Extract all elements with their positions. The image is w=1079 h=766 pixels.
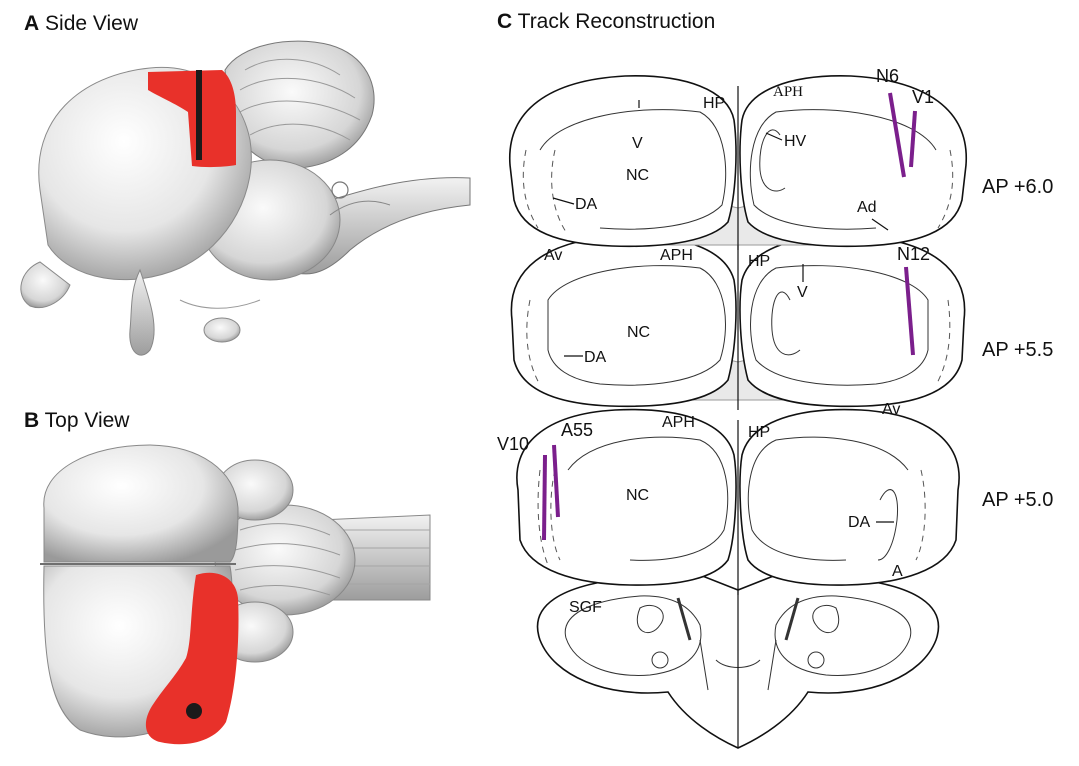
label-hp-55: HP xyxy=(748,253,770,270)
label-nc-50: NC xyxy=(626,487,649,504)
label-v-55: V xyxy=(797,284,808,301)
ap-label-5-0: AP +5.0 xyxy=(982,489,1053,511)
label-aph-50: APH xyxy=(662,414,695,431)
label-av-55: Av xyxy=(882,401,900,418)
track-label-a55: A55 xyxy=(561,420,593,440)
electrode-marker-top xyxy=(186,703,202,719)
panel-a-title: A Side View xyxy=(24,12,139,35)
label-da-55: DA xyxy=(584,349,607,366)
section-ap-6-0: V HP APH HV NC DA Ad Av N6 V1 AP +6.0 xyxy=(510,66,1054,264)
label-da-60: DA xyxy=(575,196,598,213)
label-hp-60: HP xyxy=(703,95,725,112)
track-label-v1: V1 xyxy=(912,87,934,107)
label-a-50: A xyxy=(892,563,903,580)
track-label-n6: N6 xyxy=(876,66,899,86)
track-label-n12: N12 xyxy=(897,244,930,264)
ap-label-5-5: AP +5.5 xyxy=(982,339,1053,361)
label-aph-60: APH xyxy=(773,84,803,100)
electrode-marker-side xyxy=(196,70,202,160)
label-hv-60: HV xyxy=(784,133,807,150)
panel-a: A Side View xyxy=(21,12,470,355)
label-aph-55: APH xyxy=(660,247,693,264)
panel-c: C Track Reconstruction xyxy=(497,10,1053,748)
panel-b-title: B Top View xyxy=(24,409,130,432)
panel-c-title: C Track Reconstruction xyxy=(497,10,715,33)
section-ap-5-0: APH HP NC DA A SGF V10 A55 AP +5.0 xyxy=(497,410,1053,748)
label-sgf-50: SGF xyxy=(569,599,602,616)
section-ap-5-5: APH HP V NC DA Av N12 AP +5.5 xyxy=(511,236,1053,418)
label-v-60: V xyxy=(632,135,643,152)
label-nc-60: NC xyxy=(626,167,649,184)
label-nc-55: NC xyxy=(627,324,650,341)
ap-label-6-0: AP +6.0 xyxy=(982,176,1053,198)
track-label-v10: V10 xyxy=(497,434,529,454)
track-v10 xyxy=(544,455,545,540)
label-da-50: DA xyxy=(848,514,871,531)
label-hp-50: HP xyxy=(748,424,770,441)
side-view-brain-drawing xyxy=(21,41,470,355)
panel-b: B Top View xyxy=(24,409,430,744)
label-av-60: Av xyxy=(544,247,562,264)
label-ad-60: Ad xyxy=(857,199,877,216)
